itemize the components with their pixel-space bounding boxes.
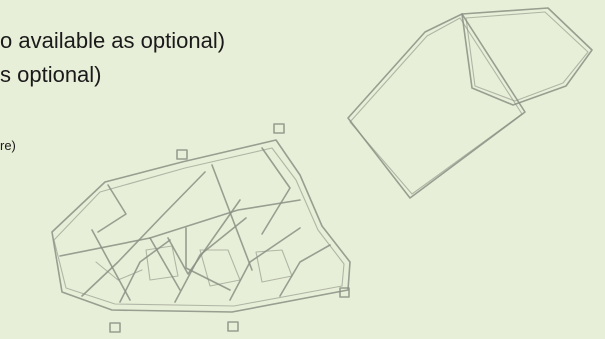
sketch-pentagon-outline	[348, 14, 525, 198]
sketch-hexagon-outline	[462, 8, 592, 105]
sketch-map-outline	[52, 140, 350, 312]
